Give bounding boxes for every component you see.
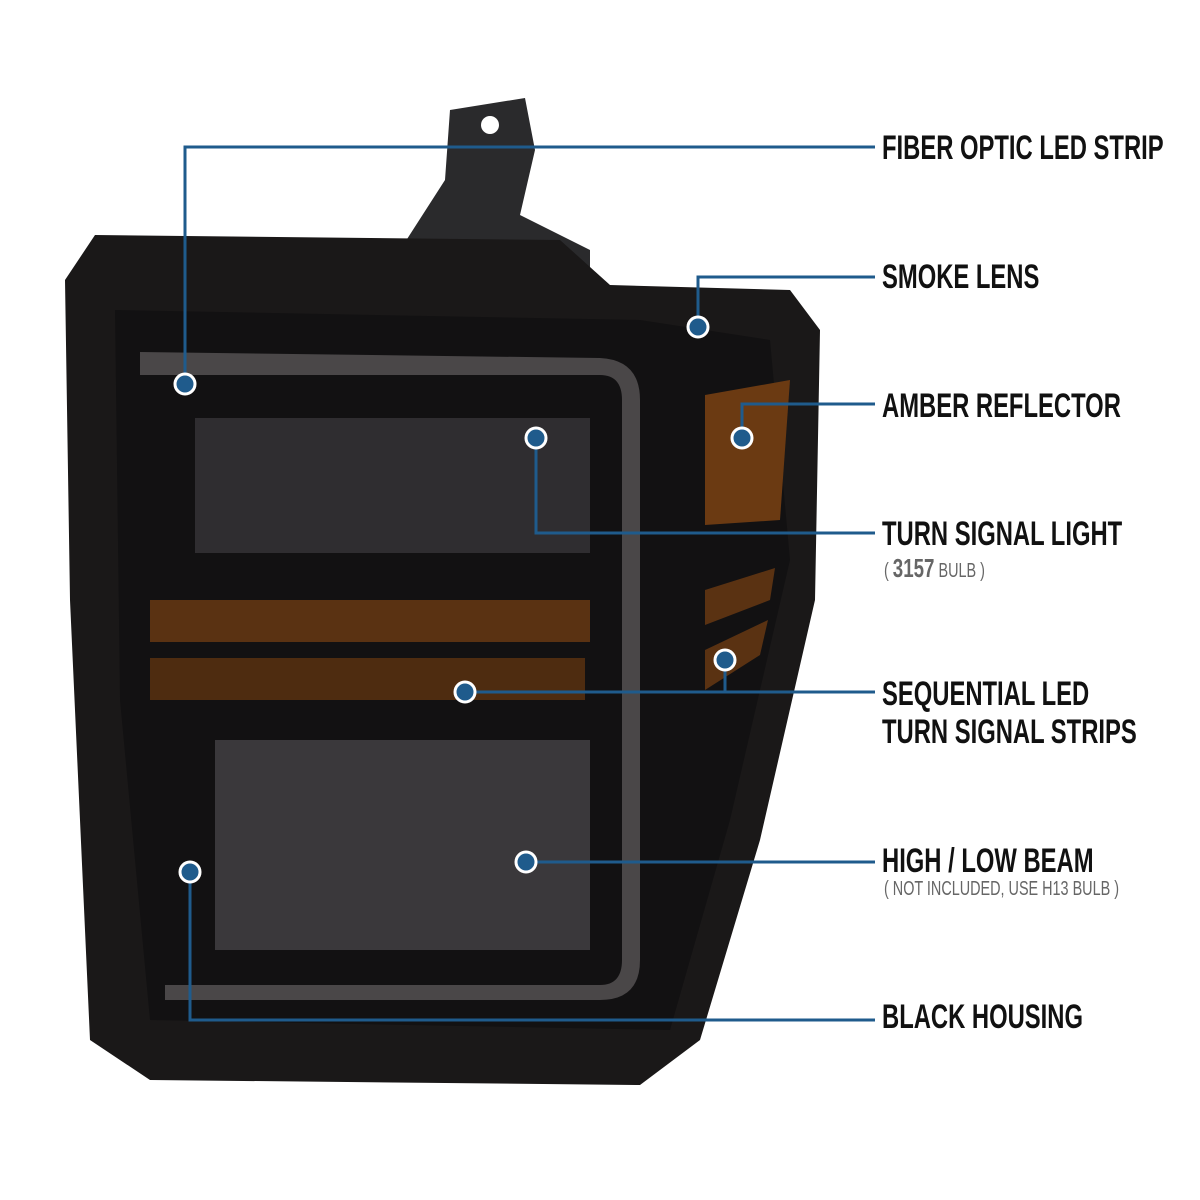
label-high-low-beam: HIGH / LOW BEAM (882, 842, 1094, 880)
dot-fiber (173, 372, 197, 396)
callout-dots (173, 315, 754, 884)
label-smoke-lens: SMOKE LENS (882, 258, 1040, 296)
sequential-strip-1 (150, 600, 590, 642)
high-low-beam-reflector (215, 740, 590, 950)
leader-housing (188, 872, 875, 1022)
label-amber-reflector: AMBER REFLECTOR (882, 387, 1121, 425)
label-turn-signal: TURN SIGNAL LIGHT (882, 515, 1123, 553)
leader-lines (183, 145, 875, 1022)
label-fiber-optic: FIBER OPTIC LED STRIP (882, 129, 1164, 167)
dot-highlow (514, 850, 538, 874)
dot-turn (524, 426, 548, 450)
high-low-note: ( NOT INCLUDED, USE H13 BULB ) (884, 878, 1119, 900)
bracket-hole (481, 116, 499, 134)
dot-amber (730, 426, 754, 450)
amber-side-1 (705, 568, 775, 625)
note-open: ( (884, 560, 889, 582)
dot-housing (178, 860, 202, 884)
note-bulb-number: 3157 (892, 553, 935, 583)
sequential-strip-2 (150, 658, 585, 700)
label-black-housing: BLACK HOUSING (882, 998, 1083, 1036)
dot-sequential-2 (713, 648, 737, 672)
dot-sequential (453, 680, 477, 704)
leader-fiber (183, 145, 875, 384)
label-sequential-2: TURN SIGNAL STRIPS (882, 713, 1137, 751)
leader-smoke (696, 275, 875, 327)
note-bulb-text: BULB ) (938, 560, 985, 582)
amber-reflector (705, 380, 790, 525)
turn-signal-reflector (195, 418, 590, 553)
label-sequential-1: SEQUENTIAL LED (882, 675, 1090, 713)
leader-turn (534, 438, 875, 535)
turn-signal-note: ( 3157 BULB ) (884, 553, 985, 584)
amber-side-2 (705, 620, 768, 690)
dot-smoke (686, 315, 710, 339)
